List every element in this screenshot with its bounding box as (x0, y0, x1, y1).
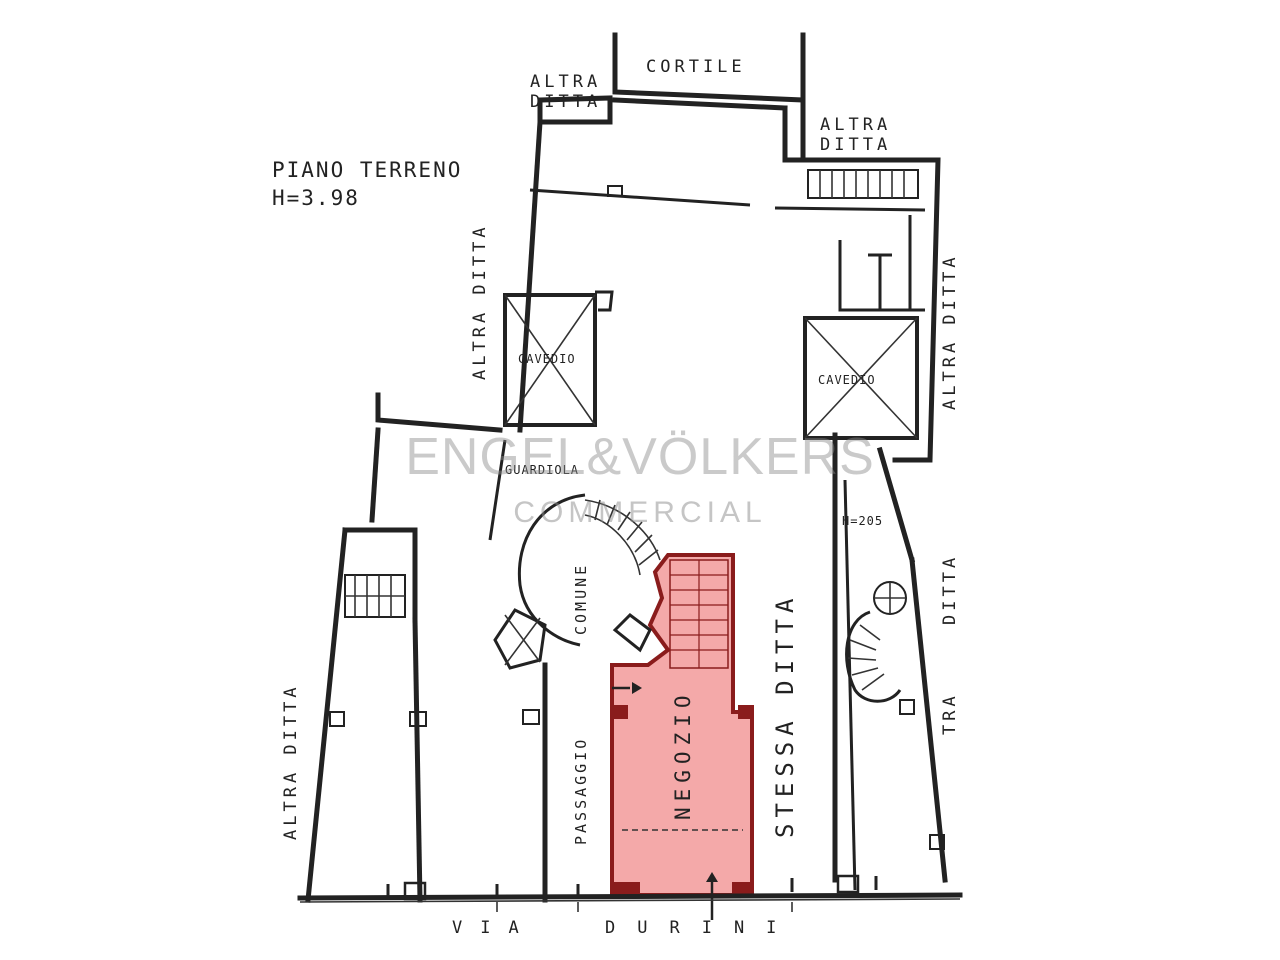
right-spiral-treads (847, 624, 885, 691)
street-durini: DURINI (605, 918, 798, 938)
label-ditta-top-left: DITTA (530, 92, 601, 112)
watermark-sub: COMMERCIAL (513, 496, 766, 529)
label-altra-ditta-right-vertical: ALTRA DITTA (940, 253, 960, 410)
spiral-stair-treads (594, 499, 659, 566)
label-guardiola: GUARDIOLA (505, 463, 579, 477)
label-tra-lower-right: TRA (940, 692, 960, 735)
label-ditta-lower-right: DITTA (940, 554, 960, 625)
negozio-stairs (669, 559, 729, 669)
label-cortile: CORTILE (646, 57, 746, 77)
label-comune: COMUNE (572, 563, 590, 635)
label-passaggio: PASSAGGIO (572, 737, 590, 845)
label-negozio: NEGOZIO (671, 689, 695, 820)
label-cavedio-left: CAVEDIO (518, 352, 576, 366)
entry-arrow-side (612, 682, 642, 694)
label-h205: H=205 (842, 514, 883, 528)
street-via: VIA (452, 918, 537, 938)
label-ditta-top-right: DITTA (820, 135, 891, 155)
building-walls (297, 32, 963, 912)
label-stessa-ditta: STESSA DITTA (771, 593, 799, 838)
label-altra-ditta-left-vertical: ALTRA DITTA (470, 223, 490, 380)
label-cavedio-right: CAVEDIO (818, 373, 876, 387)
watermark-brand: ENGEL&VÖLKERS (405, 428, 875, 486)
label-altra-top-left: ALTRA (530, 72, 601, 92)
plan-height: H=3.98 (272, 186, 360, 210)
label-altra-top-right: ALTRA (820, 115, 891, 135)
plan-title: PIANO TERRENO (272, 158, 462, 182)
label-altra-ditta-lower-left: ALTRA DITTA (281, 683, 301, 840)
